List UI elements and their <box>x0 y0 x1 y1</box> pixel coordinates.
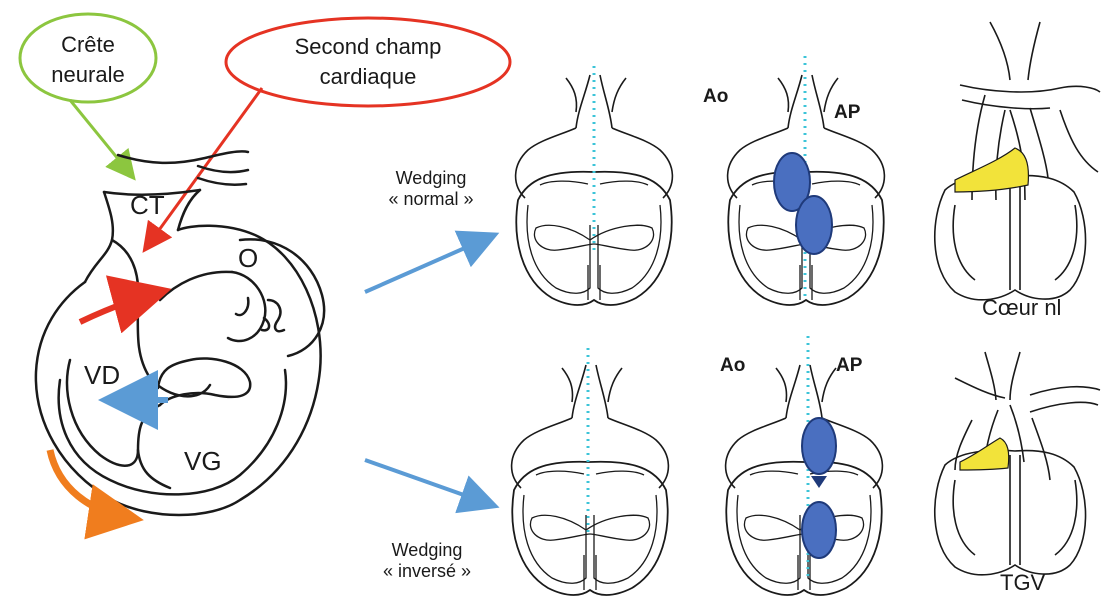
neural-crest-line2: neurale <box>22 60 154 90</box>
second-field-line2: cardiaque <box>236 62 500 92</box>
wedging-normal-label: Wedging « normal » <box>356 168 506 210</box>
valve-bottom-lower <box>802 502 836 558</box>
outflow-red-curved-arrow <box>80 292 160 322</box>
embryonic-heart-drawing <box>36 151 324 515</box>
second-field-line1: Second champ <box>236 32 500 62</box>
wedging-inverse-label: Wedging « inversé » <box>352 540 502 582</box>
label-o: O <box>238 243 258 274</box>
heart-bottom-left <box>512 365 669 595</box>
label-ct: CT <box>130 190 165 221</box>
valve-bottom-upper <box>802 418 836 474</box>
outcome-normal-label: Cœur nl <box>982 295 1061 321</box>
neural-crest-line1: Crête <box>22 30 154 60</box>
wedging-normal-line1: Wedging <box>356 168 506 189</box>
neural-crest-label: Crête neurale <box>22 30 154 90</box>
label-ap-top: AP <box>834 102 860 124</box>
label-vd: VD <box>84 360 120 391</box>
label-ao-top: Ao <box>703 86 728 108</box>
neural-crest-pointer-arrow <box>70 100 132 176</box>
wedging-inverse-arrow <box>365 460 492 505</box>
valve-bottom-down-arrow <box>811 476 827 488</box>
heart-bottom-middle <box>726 365 883 595</box>
yellow-septum-normal <box>955 148 1028 192</box>
label-ap-bottom: AP <box>836 355 862 377</box>
label-vg: VG <box>184 446 222 477</box>
wedging-inverse-line2: « inversé » <box>352 561 502 582</box>
second-heart-field-label: Second champ cardiaque <box>236 32 500 92</box>
pulmonary-valve-top <box>796 196 832 254</box>
label-ao-bottom: Ao <box>720 355 745 377</box>
wedging-normal-arrow <box>365 236 492 292</box>
wedging-normal-line2: « normal » <box>356 189 506 210</box>
wedging-inverse-line1: Wedging <box>352 540 502 561</box>
outcome-tgv-label: TGV <box>1000 570 1045 596</box>
